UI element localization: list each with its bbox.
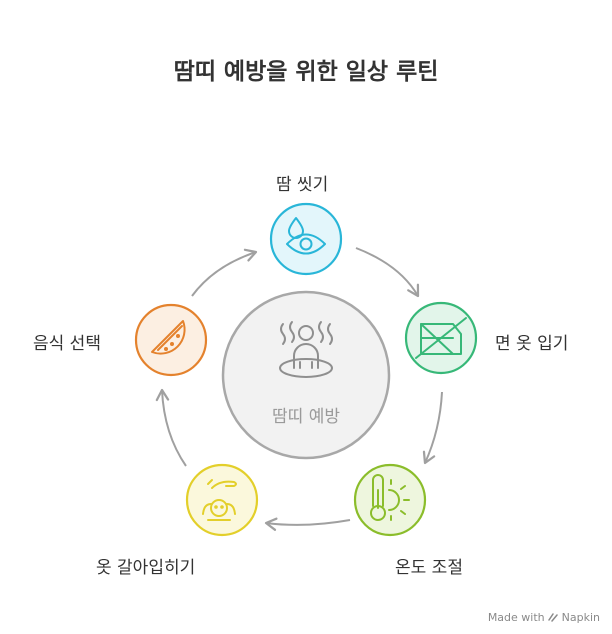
child-dressing-hand-icon — [202, 479, 237, 521]
napkin-logo-icon — [547, 613, 558, 622]
center-label: 땀띠 예방 — [272, 407, 340, 427]
center-node: 땀띠 예방 — [221, 290, 391, 460]
step-node-change-clothes — [185, 463, 259, 537]
footer-brand: Napkin — [561, 611, 600, 624]
arrow-wash-to-cotton — [355, 247, 420, 298]
eye-water-drop-icon — [286, 217, 326, 255]
footer-text: Made with — [487, 611, 545, 624]
made-with-napkin-footer: Made with Napkin — [488, 611, 600, 624]
step-label-food-choice: 음식 선택 — [33, 334, 101, 354]
step-label-temperature-control: 온도 조절 — [395, 558, 463, 578]
arrow-food-to-wash — [191, 248, 258, 297]
arrow-changing-to-food — [155, 388, 187, 467]
step-label-wash-sweat: 땀 씻기 — [276, 175, 329, 195]
arrow-temperature-to-changing — [264, 517, 351, 531]
step-node-wash-sweat — [269, 202, 343, 276]
step-node-cotton-clothes — [404, 301, 478, 375]
person-heat-waves-icon — [279, 321, 333, 378]
crossed-out-clothing-icon — [415, 317, 467, 359]
page-title: 땀띠 예방을 위한 일상 루틴 — [173, 59, 439, 85]
step-node-food-choice — [134, 303, 208, 377]
step-node-temperature-control — [353, 463, 427, 537]
thermometer-sun-icon — [370, 474, 410, 521]
step-label-cotton-clothes: 면 옷 입기 — [495, 334, 569, 354]
arrow-cotton-to-temperature — [422, 391, 443, 465]
watermelon-slice-icon — [151, 320, 186, 355]
step-label-change-clothes: 옷 갈아입히기 — [96, 558, 196, 578]
